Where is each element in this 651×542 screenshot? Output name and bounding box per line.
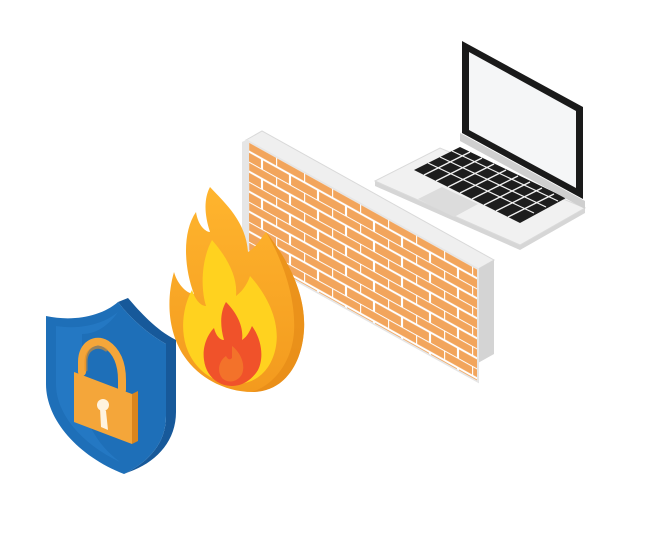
brick-wall-icon — [242, 130, 496, 384]
fire-icon — [169, 187, 305, 392]
laptop-icon — [373, 41, 587, 250]
shield-lock-icon — [46, 298, 176, 474]
